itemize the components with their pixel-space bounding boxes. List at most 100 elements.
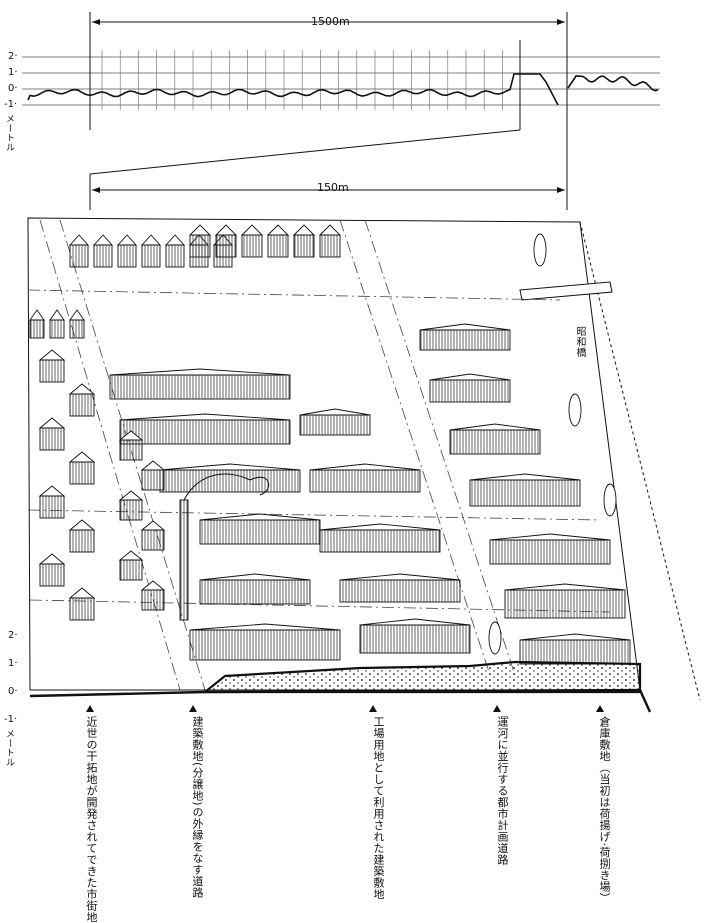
building: [68, 234, 90, 268]
building-roof: [240, 224, 264, 236]
building: [489, 533, 611, 565]
building-wall: [165, 244, 185, 268]
building-roof: [68, 234, 90, 246]
building-wall: [141, 529, 165, 551]
building-roof: [140, 460, 166, 471]
building: [38, 349, 66, 383]
zoom-line: [89, 129, 521, 175]
building: [164, 234, 186, 268]
distance-label-150m: 150m: [317, 181, 349, 194]
callout-pointer: [86, 705, 94, 712]
building-roof: [449, 423, 541, 431]
building-roof: [189, 623, 341, 631]
building-roof: [116, 234, 138, 246]
building-wall: [419, 329, 511, 351]
building-wall: [119, 439, 143, 461]
building-wall: [429, 379, 511, 403]
building: [266, 224, 290, 258]
building-roof: [519, 633, 631, 641]
building-wall: [117, 244, 137, 268]
building-wall: [469, 479, 581, 507]
building-wall: [39, 495, 65, 519]
building-roof: [118, 490, 144, 501]
bridge: [519, 281, 613, 301]
building-roof: [188, 224, 212, 236]
building-wall: [141, 589, 165, 611]
road-line: [29, 599, 611, 613]
building: [214, 224, 238, 258]
boat: [488, 621, 502, 655]
canal-edge: [579, 221, 701, 701]
building: [68, 383, 96, 417]
building-wall: [39, 359, 65, 383]
building: [419, 323, 511, 351]
building-wall: [299, 414, 371, 436]
building-roof: [118, 550, 144, 561]
building-roof: [359, 618, 471, 626]
building-roof: [309, 463, 421, 471]
callout-boundary-road: 建築敷地(分譲地)の外縁をなす道路: [191, 716, 204, 899]
building-wall: [189, 234, 211, 258]
ground-tick-1: 1·: [8, 658, 18, 669]
building: [140, 520, 166, 551]
building-wall: [69, 597, 95, 621]
building-wall: [504, 589, 626, 619]
building-roof: [38, 417, 66, 429]
building-wall: [69, 461, 95, 485]
building-wall: [69, 529, 95, 553]
building-roof: [199, 513, 321, 521]
building-roof: [199, 573, 311, 581]
building-roof: [429, 373, 511, 381]
building-roof: [38, 485, 66, 497]
building-wall: [319, 529, 441, 553]
building: [519, 633, 631, 665]
building-roof: [489, 533, 611, 541]
building-roof: [159, 463, 301, 471]
callout-reclaimed-district: 近世の干拓地が開発されてできた市街地: [85, 716, 98, 923]
building: [199, 573, 311, 605]
boat: [568, 393, 582, 427]
building-wall: [119, 419, 291, 445]
y-tick-minus1: -1·: [4, 99, 18, 110]
building-wall: [39, 563, 65, 587]
distance-label-1500m: 1500m: [311, 15, 350, 28]
building: [109, 368, 291, 400]
building-wall: [39, 427, 65, 451]
building-wall: [319, 234, 341, 258]
building: [292, 224, 316, 258]
building-roof: [92, 234, 114, 246]
city-illustration: [22, 12, 701, 713]
building-roof: [140, 520, 166, 531]
road-line: [339, 219, 491, 676]
building-roof: [38, 349, 66, 361]
boat: [533, 233, 547, 267]
building: [429, 373, 511, 403]
building-roof: [319, 523, 441, 531]
building: [359, 618, 471, 654]
callout-pointer: [189, 705, 197, 712]
city-blocks: [27, 217, 701, 701]
building: [29, 309, 45, 339]
building-wall: [141, 244, 161, 268]
building-wall: [69, 244, 89, 268]
building: [504, 583, 626, 619]
building-roof: [68, 519, 96, 531]
building-wall: [159, 469, 301, 493]
building-wall: [241, 234, 263, 258]
building-roof: [214, 224, 238, 236]
building-roof: [339, 573, 461, 581]
callout-planned-road: 運河に並行する都市計画道路: [496, 716, 509, 866]
building-wall: [519, 639, 631, 665]
building: [240, 224, 264, 258]
building: [118, 550, 144, 581]
building-roof: [69, 309, 85, 321]
building: [118, 490, 144, 521]
building-wall: [449, 429, 541, 455]
building-wall: [293, 234, 315, 258]
building: [188, 224, 212, 258]
road-line: [27, 509, 601, 521]
zoom-connector: [89, 40, 568, 210]
building-roof: [299, 408, 371, 416]
building: [140, 460, 166, 491]
ground-tick-0: 0·: [8, 686, 18, 697]
